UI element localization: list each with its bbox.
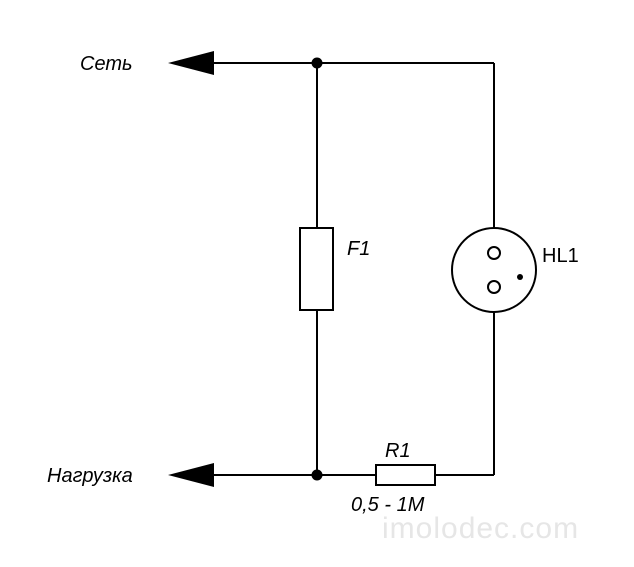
lamp-bulb: [451, 227, 537, 313]
arrow-network-icon: [168, 51, 214, 75]
lamp-electrode-bottom: [487, 280, 501, 294]
label-fuse: F1: [347, 238, 370, 260]
arrow-load-icon: [168, 463, 214, 487]
junction-bottom: [311, 469, 323, 481]
label-lamp: HL1: [542, 245, 579, 267]
fuse-f1: [299, 227, 334, 311]
lamp-electrode-top: [487, 246, 501, 260]
lamp-gas-dot: [517, 274, 523, 280]
label-resistor: R1: [385, 440, 411, 462]
watermark-text: imolodec.com: [382, 512, 579, 545]
junction-top: [311, 57, 323, 69]
resistor-r1: [375, 464, 436, 486]
lamp-hl1: [451, 227, 537, 313]
label-network: Сеть: [80, 53, 133, 75]
label-load: Нагрузка: [47, 465, 133, 487]
label-resistor-value: 0,5 - 1M: [351, 494, 425, 516]
